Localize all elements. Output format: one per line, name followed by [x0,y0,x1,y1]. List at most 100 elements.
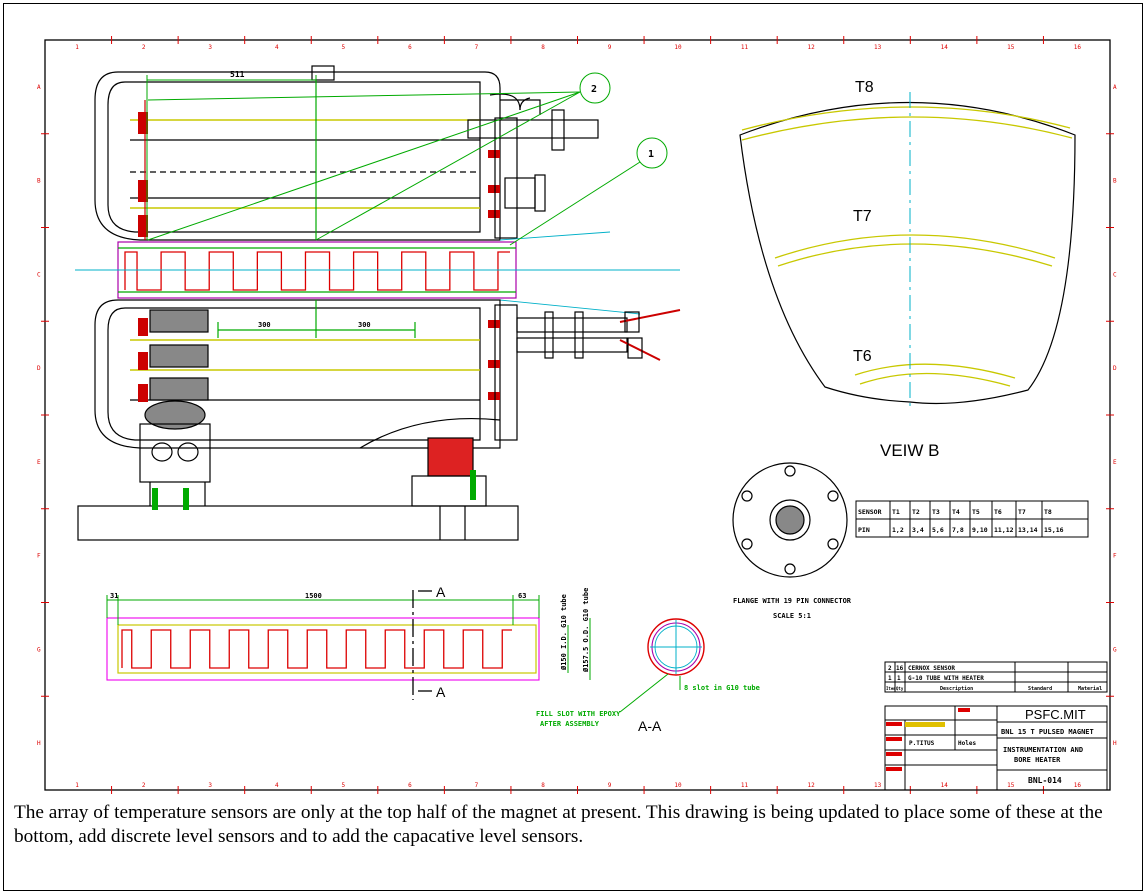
parts-header-material: Material [1078,686,1102,692]
border-number: 10 [674,782,682,789]
border-letter: D [37,365,41,372]
parts-row1-qty: 16 [896,665,904,672]
section-a-a [619,618,705,713]
border-letter: H [37,740,41,747]
border-number: 14 [941,782,949,789]
pin-table-header-cell: T6 [994,508,1002,516]
border-letter: G [1113,646,1117,653]
view-b-label-t7: T7 [853,208,872,225]
pin-table-cell: 13,14 [1018,526,1038,534]
heater-dim-length: 1500 [305,592,322,600]
slot-note: 8 slot in G10 tube [684,684,760,692]
border-letter: A [1113,84,1117,91]
border-number: 12 [807,44,815,51]
border-number: 11 [741,782,749,789]
pin-table-header-cell: T1 [892,508,900,516]
leader-lines [147,91,641,246]
border-number: 7 [475,44,479,51]
border-number: 8 [541,44,545,51]
view-b-title: VEIW B [880,441,940,460]
title-block-drawing-no: BNL-014 [1028,776,1062,785]
pin-table-cell: 15,16 [1044,526,1064,534]
border-letter: D [1113,365,1117,372]
border-letter: G [37,646,41,653]
pin-table-header-cell: T2 [912,508,920,516]
border-number: 4 [275,782,279,789]
title-block-project: BNL 15 T PULSED MAGNET [1001,728,1094,736]
border-letter: E [37,459,41,466]
magnet-cross-section [75,65,681,541]
section-marker-top: A [436,584,446,600]
pin-table-header-cell: SENSOR [858,508,882,516]
lower-cryostat-inner [107,307,481,441]
balloon-2-label: 2 [591,84,597,95]
tube-od-dim: Ø157.5 O.D. G10 tube [582,588,590,673]
border-number: 13 [874,44,882,51]
title-block-red-marks [886,708,970,771]
border-number: 5 [342,782,346,789]
pin-table-cell: 11,12 [994,526,1014,534]
border-number: 4 [275,44,279,51]
tube-id-dim: Ø150 I.D. G10 tube [560,594,568,671]
border-letter: F [1113,553,1117,560]
border-letter: C [37,271,41,278]
dimension-300-left-label: 300 [258,321,271,329]
dimension-511 [146,75,317,240]
border-zone-ticks [41,36,1114,794]
title-block [884,705,1108,791]
border-number: 15 [1007,44,1015,51]
border-number: 13 [874,782,882,789]
dimension-511-label: 511 [230,70,245,79]
border-number: 6 [408,44,412,51]
title-block-org: PSFC.MIT [1025,707,1086,722]
border-letter: A [37,84,41,91]
section-arrows [418,590,432,692]
dimension-300-right-label: 300 [358,321,371,329]
title-block-title-line1: INSTRUMENTATION AND [1003,746,1083,754]
parts-header-desc: Description [940,686,973,692]
parts-list [884,661,1108,693]
title-block-title-line2: BORE HEATER [1014,756,1061,764]
border-number: 15 [1007,782,1015,789]
title-block-check-note: Holes [958,740,976,747]
flange-19-pin [732,462,848,578]
heater-dim-right: 63 [518,592,526,600]
parts-header-standard: Standard [1028,686,1052,692]
parts-row1-item: 2 [888,665,892,672]
border-letter: H [1113,740,1117,747]
balloon-2 [579,72,611,104]
section-title: A-A [638,718,662,734]
bore-heater-plan [106,590,591,700]
view-b-label-t8: T8 [855,79,874,96]
upper-cryostat-inner [107,81,481,233]
figure-frame [3,3,1143,891]
border-letter: B [1113,178,1117,185]
border-number: 12 [807,782,815,789]
parts-row1-desc: CERNOX SENSOR [908,665,955,672]
border-letter: E [1113,459,1117,466]
parts-header-item: Item [886,686,896,691]
title-block-drawn-by: P.TITUS [909,740,935,747]
pin-table [855,500,1089,538]
lower-cryostat-outer [94,299,501,449]
balloon-1-label: 1 [648,149,654,160]
pin-table-cell: 1,2 [892,526,904,534]
pin-table-header-cell: T3 [932,508,940,516]
view-b-outline [739,101,1076,405]
border-number: 7 [475,782,479,789]
border-number: 5 [342,44,346,51]
pin-table-header-cell: T7 [1018,508,1026,516]
border-number: 9 [608,782,612,789]
bore-heater-meander [124,251,510,291]
balloon-1 [636,137,668,169]
flange-label-line2: SCALE 5:1 [773,612,811,620]
flange-label-line1: FLANGE WITH 19 PIN CONNECTOR [733,597,852,605]
pin-table-cell: 3,4 [912,526,924,534]
epoxy-note-line2: AFTER ASSEMBLY [540,720,600,728]
border-number: 8 [541,782,545,789]
border-number: 1 [75,782,79,789]
border-number: 2 [142,44,146,51]
border-number: 3 [208,782,212,789]
border-number: 11 [741,44,749,51]
border-letter: F [37,553,41,560]
